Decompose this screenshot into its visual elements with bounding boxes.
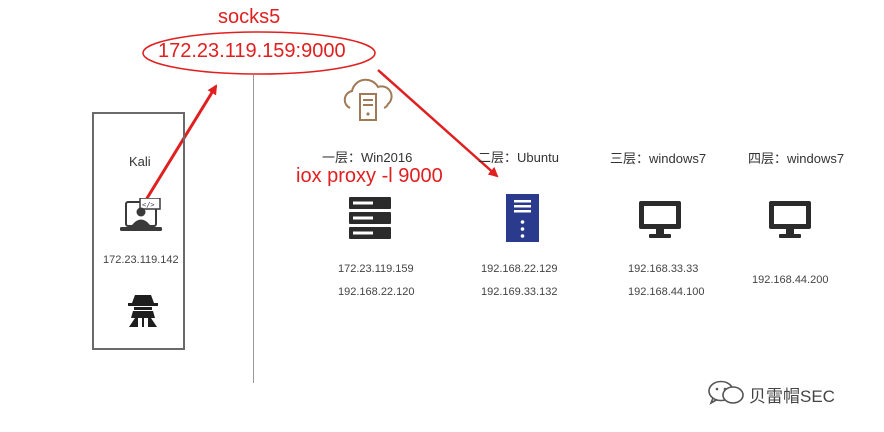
layer-3-label: 三层：windows7 xyxy=(610,151,707,166)
arrow-kali-to-proxy xyxy=(139,84,218,209)
layer-3-ip-1: 192.168.33.33 xyxy=(628,263,699,275)
layer-1-ip-2: 192.168.22.120 xyxy=(338,286,415,298)
hacker-laptop-icon: </> xyxy=(120,198,162,231)
monitor-icon-layer3 xyxy=(639,201,681,238)
layer-2-ip-1: 192.168.22.129 xyxy=(481,263,558,275)
layer-3-ip-2: 192.168.44.100 xyxy=(628,286,705,298)
layer-4-ip-1: 192.168.44.200 xyxy=(752,274,829,286)
layer-4-label: 四层：windows7 xyxy=(748,151,845,166)
server-rack-icon xyxy=(349,197,391,239)
command-label: iox proxy -l 9000 xyxy=(296,165,443,187)
watermark-text: 贝雷帽SEC xyxy=(749,387,835,406)
layer-1-ip-1: 172.23.119.159 xyxy=(338,263,414,275)
wechat-icon xyxy=(708,380,744,405)
layer-2-label: 二层：Ubuntu xyxy=(478,150,559,165)
layer-1-label: 一层：Win2016 xyxy=(322,150,413,165)
spy-icon xyxy=(128,295,158,327)
proxy-address-label: 172.23.119.159:9000 xyxy=(158,40,346,62)
proxy-ellipse xyxy=(142,31,376,75)
svg-text:</>: </> xyxy=(142,201,155,209)
kali-ip: 172.23.119.142 xyxy=(103,254,179,266)
kali-box xyxy=(92,112,185,350)
server-tower-icon xyxy=(506,194,539,242)
layer-2-ip-2: 192.169.33.132 xyxy=(481,286,558,298)
arrow-proxy-to-ubuntu xyxy=(377,69,499,178)
proxy-protocol-label: socks5 xyxy=(218,6,281,28)
cloud-server-icon xyxy=(343,78,393,121)
kali-name: Kali xyxy=(129,154,151,169)
network-divider xyxy=(253,75,254,383)
monitor-icon-layer4 xyxy=(769,201,811,238)
